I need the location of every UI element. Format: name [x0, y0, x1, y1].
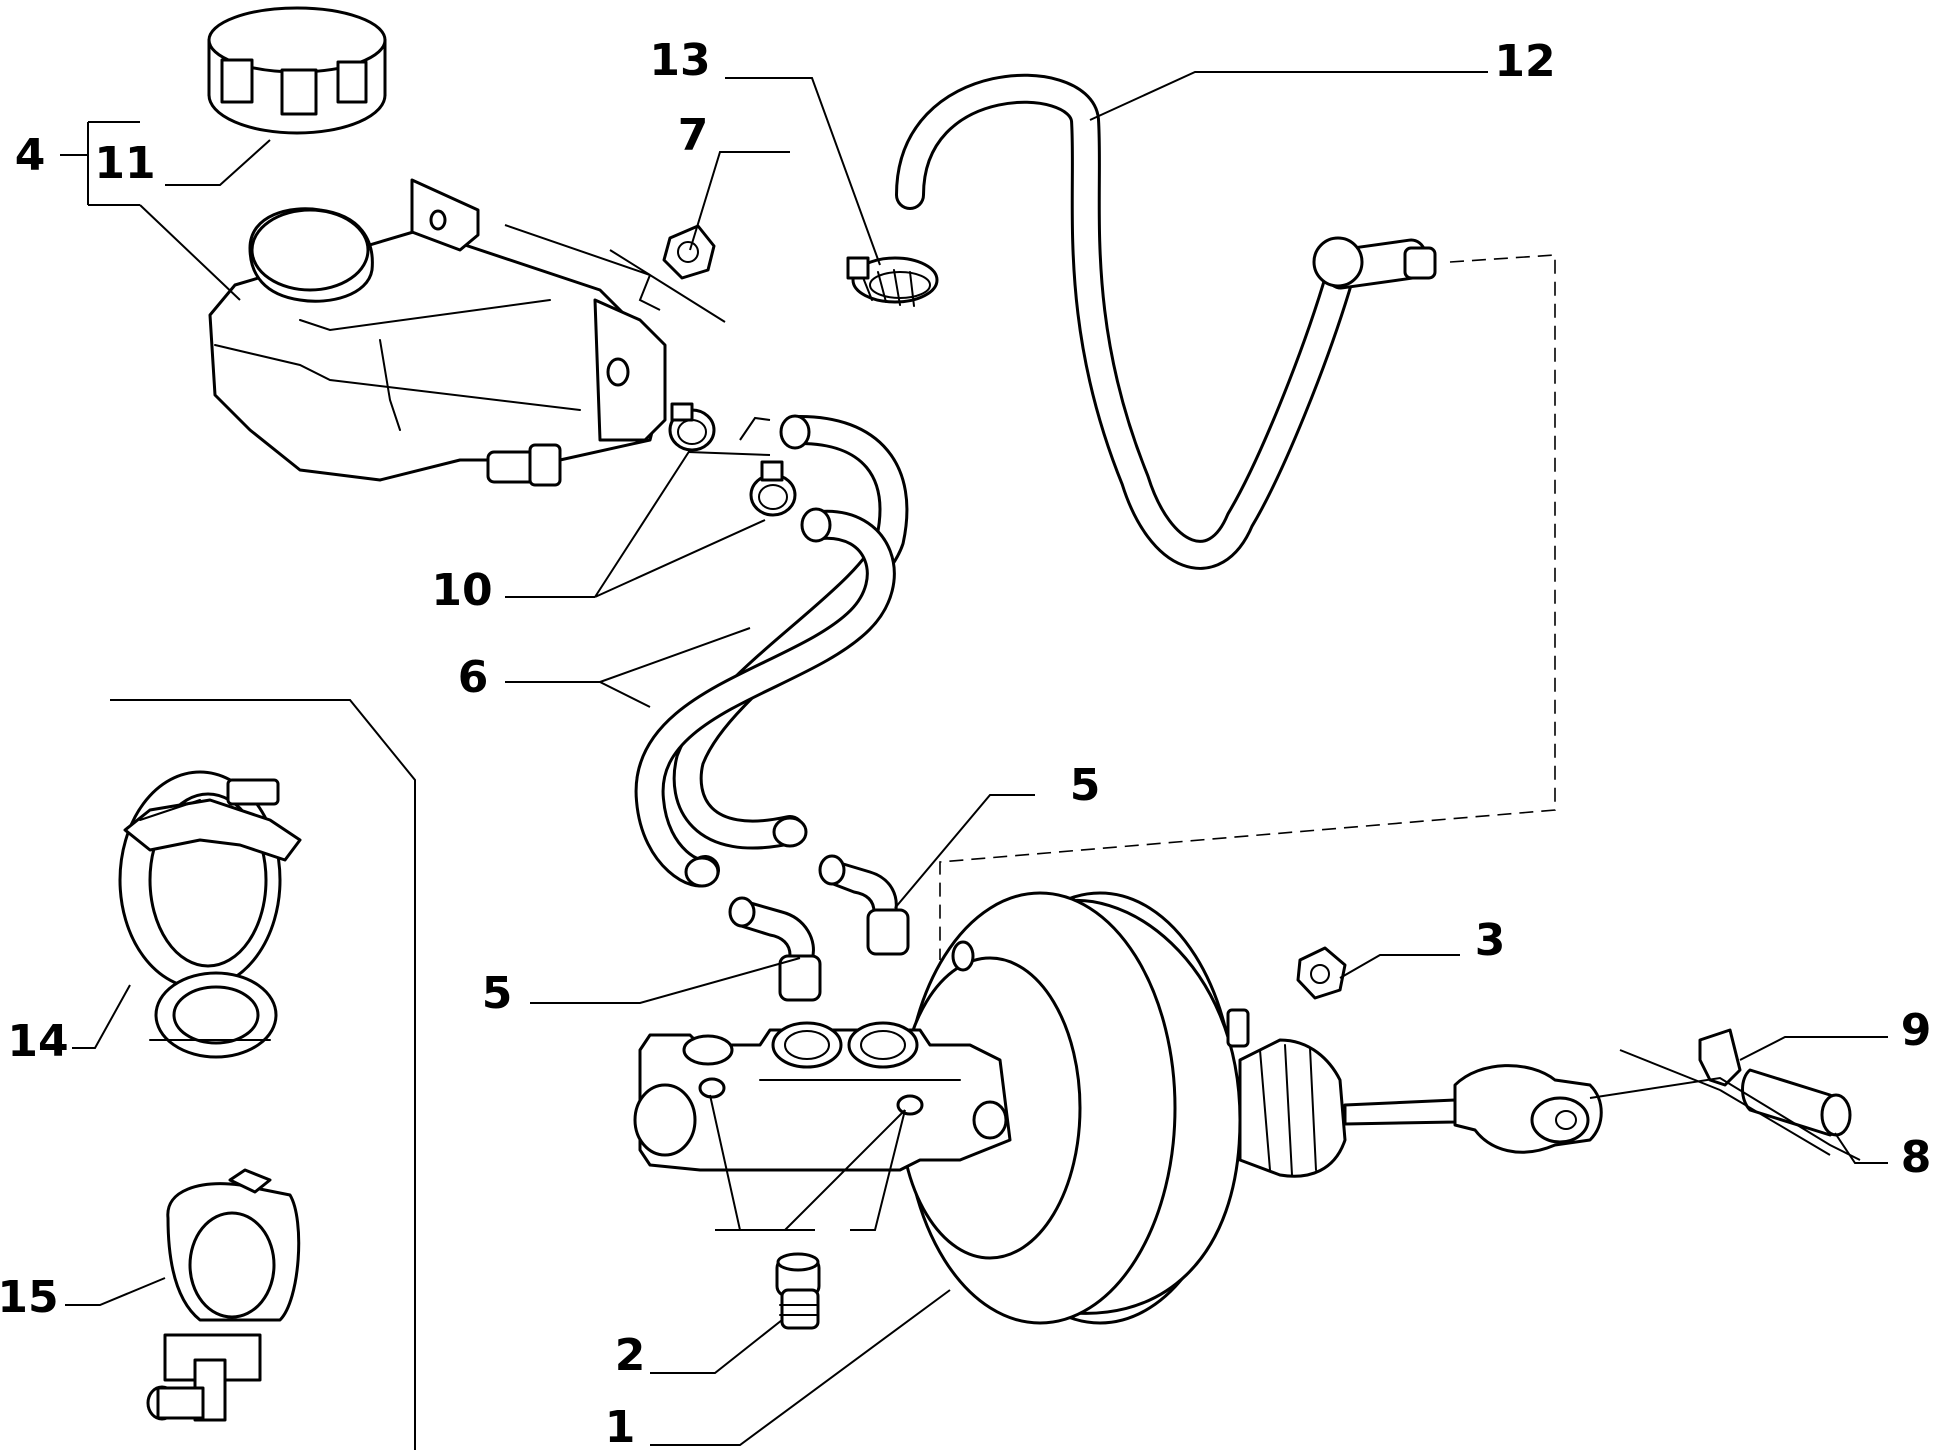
leader-12 [1089, 71, 1488, 121]
leader-7 [689, 151, 790, 251]
part-retaining-clip-14 [118, 770, 302, 1059]
leader-9 [1739, 1036, 1888, 1061]
part-elbow-connector-lower [728, 896, 822, 1002]
part-nut-7 [662, 224, 716, 280]
leader-2 [650, 1319, 783, 1374]
callout-7: 7 [678, 110, 709, 161]
callout-11: 11 [94, 138, 155, 189]
dashed-vacuum-link [939, 254, 1556, 960]
part-hose-clamp-13 [846, 256, 939, 307]
part-brake-booster [898, 891, 1603, 1325]
leader-10 [505, 449, 766, 598]
part-fluid-reservoir [208, 178, 667, 487]
callout-5b: 5 [482, 968, 513, 1019]
callout-4: 4 [15, 130, 46, 181]
callout-12: 12 [1494, 36, 1555, 87]
leader-hose-link [687, 416, 771, 456]
panel-separator [110, 699, 416, 1450]
callout-8: 8 [1901, 1132, 1932, 1183]
callout-1: 1 [605, 1402, 636, 1450]
callout-9: 9 [1901, 1005, 1932, 1056]
callout-13: 13 [649, 35, 710, 86]
leader-11 [139, 139, 271, 301]
callout-5a: 5 [1070, 760, 1101, 811]
leader-14 [72, 984, 131, 1049]
callout-10: 10 [431, 565, 492, 616]
callout-6: 6 [458, 652, 489, 703]
part-retaining-clip-15 [146, 1168, 301, 1422]
leader-4-bracket [60, 121, 140, 206]
part-bleed-screw [775, 1252, 821, 1330]
leader-3 [1339, 954, 1460, 979]
part-nut-3 [1296, 946, 1347, 1000]
leader-5b [530, 957, 801, 1004]
leader-master-cylinder-ports [709, 1094, 906, 1231]
callout-14: 14 [7, 1016, 68, 1067]
leader-pushrod-alt [1619, 1049, 1831, 1156]
leader-8 [1834, 1132, 1888, 1164]
leader-reservoir-mounts [504, 224, 726, 323]
part-pin-8 [1741, 1068, 1852, 1137]
part-elbow-connector-upper [818, 854, 910, 956]
leader-1 [650, 1289, 951, 1446]
callout-3: 3 [1475, 915, 1506, 966]
part-hose-clips [668, 402, 797, 517]
leader-pushrod [1589, 1076, 1861, 1161]
part-clip-9 [1698, 1028, 1742, 1087]
part-feed-hoses [634, 414, 909, 888]
part-vacuum-hose [895, 73, 1437, 570]
leader-13 [725, 77, 881, 266]
part-reservoir-cap [207, 6, 387, 135]
part-master-cylinder [633, 1021, 1012, 1172]
leader-5a [894, 794, 1035, 909]
leader-15 [65, 1277, 166, 1306]
callout-2: 2 [615, 1330, 646, 1381]
leader-6 [505, 627, 751, 708]
callout-15: 15 [0, 1272, 59, 1323]
